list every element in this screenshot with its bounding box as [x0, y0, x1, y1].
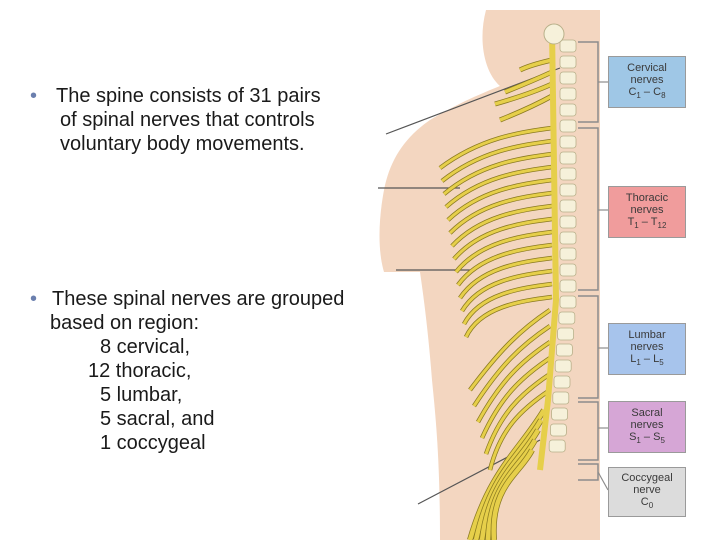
spinal-column — [537, 23, 577, 471]
vertebra — [559, 103, 577, 117]
nerve-branch — [468, 308, 551, 391]
region-word: nerves — [630, 73, 664, 86]
vertebra — [559, 55, 577, 69]
bullet-dot: • — [30, 288, 38, 310]
nerve-branch — [443, 152, 553, 196]
group-lumbar-count: 5 lumbar, — [100, 384, 183, 406]
nerve-branch — [504, 70, 553, 94]
vertebra — [558, 311, 576, 325]
nerve-branch — [454, 230, 553, 273]
vertebra — [554, 359, 572, 373]
vertebra — [559, 71, 577, 85]
vertebra — [559, 87, 577, 101]
nerve-branch — [462, 282, 553, 325]
nerve-branch — [499, 94, 553, 122]
bullet-dot: • — [30, 85, 38, 107]
bullet-text-line: voluntary body movements. — [60, 133, 305, 155]
nerve-branch — [494, 82, 553, 106]
region-range: C0 — [640, 495, 654, 511]
vertebra — [559, 199, 577, 213]
region-word: nerve — [633, 483, 661, 496]
group-thoracic-count: 12 thoracic, — [88, 360, 192, 382]
region-word: nerves — [630, 418, 664, 431]
nerve-branch — [484, 372, 551, 455]
region-name: Coccygeal — [621, 471, 673, 484]
region-label-coccygeal: Coccygeal nerve C0 — [608, 467, 686, 517]
sciatic-nerve — [491, 448, 535, 540]
region-label-sacral: Sacral nerves S1 – S5 — [608, 401, 686, 453]
vertebra — [556, 343, 573, 357]
region-label-thoracic: Thoracic nerves T1 – T12 — [608, 186, 686, 238]
nerve-branch — [464, 295, 553, 338]
vertebra — [559, 215, 577, 229]
nerve-branch — [472, 324, 551, 407]
region-range: S1 – S5 — [629, 430, 665, 446]
nerve-branch — [460, 269, 553, 312]
bullet-text-line: These spinal nerves are grouped — [52, 288, 345, 310]
region-label-lumbar: Lumbar nerves L1 – L5 — [608, 323, 686, 375]
nerve-branch — [452, 217, 553, 260]
vertebra — [559, 39, 577, 53]
bullet-nerve-groups: • These spinal nerves are grouped based … — [30, 287, 344, 455]
vertebra — [559, 167, 577, 181]
region-name: Cervical — [627, 61, 667, 74]
region-name: Thoracic — [625, 191, 669, 204]
region-name: Lumbar — [628, 328, 666, 341]
vertebra — [559, 247, 577, 261]
vertebra — [557, 327, 574, 341]
region-range: C1 – C8 — [628, 85, 666, 101]
region-range: T1 – T12 — [627, 215, 667, 231]
nerve-branch — [441, 139, 553, 183]
vertebra — [559, 263, 577, 277]
bullet-text-line: based on region: — [50, 312, 200, 334]
vertebra — [551, 407, 568, 421]
bullet-spinal-nerve-pairs: • The spine consists of 31 pairs of spin… — [30, 84, 321, 156]
nerve-branch — [439, 126, 553, 170]
bullet-text-line: of spinal nerves that controls — [60, 109, 315, 131]
group-coccygeal-count: 1 coccygeal — [100, 432, 206, 454]
vertebra — [559, 135, 577, 149]
nerve-branch — [519, 58, 553, 72]
bullet-text-line: The spine consists of 31 pairs — [56, 85, 321, 107]
vertebra — [553, 375, 571, 389]
nerve-branch — [480, 356, 551, 439]
nerve-branch — [458, 256, 553, 299]
vertebra — [550, 423, 567, 437]
vertebra — [552, 391, 570, 405]
bracket-thoracic — [578, 127, 599, 291]
group-sacral-count: 5 sacral, and — [100, 408, 215, 430]
region-range: L1 – L5 — [630, 352, 664, 368]
sciatic-nerve — [467, 408, 546, 540]
vertebra — [559, 151, 577, 165]
skull-base — [543, 23, 565, 45]
region-name: Sacral — [631, 406, 663, 419]
group-cervical-count: 8 cervical, — [100, 336, 191, 358]
bracket-sacral — [578, 401, 599, 461]
vertebra — [548, 439, 566, 453]
nerve-branch — [445, 165, 553, 209]
bracket-lumbar — [578, 295, 599, 399]
region-word: nerves — [630, 340, 664, 353]
sciatic-nerve — [473, 418, 543, 540]
nerve-branch — [456, 243, 553, 286]
vertebra — [559, 183, 577, 197]
region-label-cervical: Cervical nerves C1 – C8 — [608, 56, 686, 108]
region-word: nerves — [630, 203, 664, 216]
nerve-branches — [438, 57, 554, 540]
vertebra — [559, 119, 577, 133]
nerve-branch — [450, 204, 553, 248]
vertebra — [559, 231, 577, 245]
nerve-branch — [448, 191, 553, 235]
spinal-cord — [537, 29, 560, 471]
nerve-branch — [476, 340, 551, 423]
vertebra — [559, 279, 577, 293]
nerve-branch — [488, 388, 551, 471]
nerve-branch — [446, 178, 553, 222]
vertebra — [559, 295, 577, 309]
